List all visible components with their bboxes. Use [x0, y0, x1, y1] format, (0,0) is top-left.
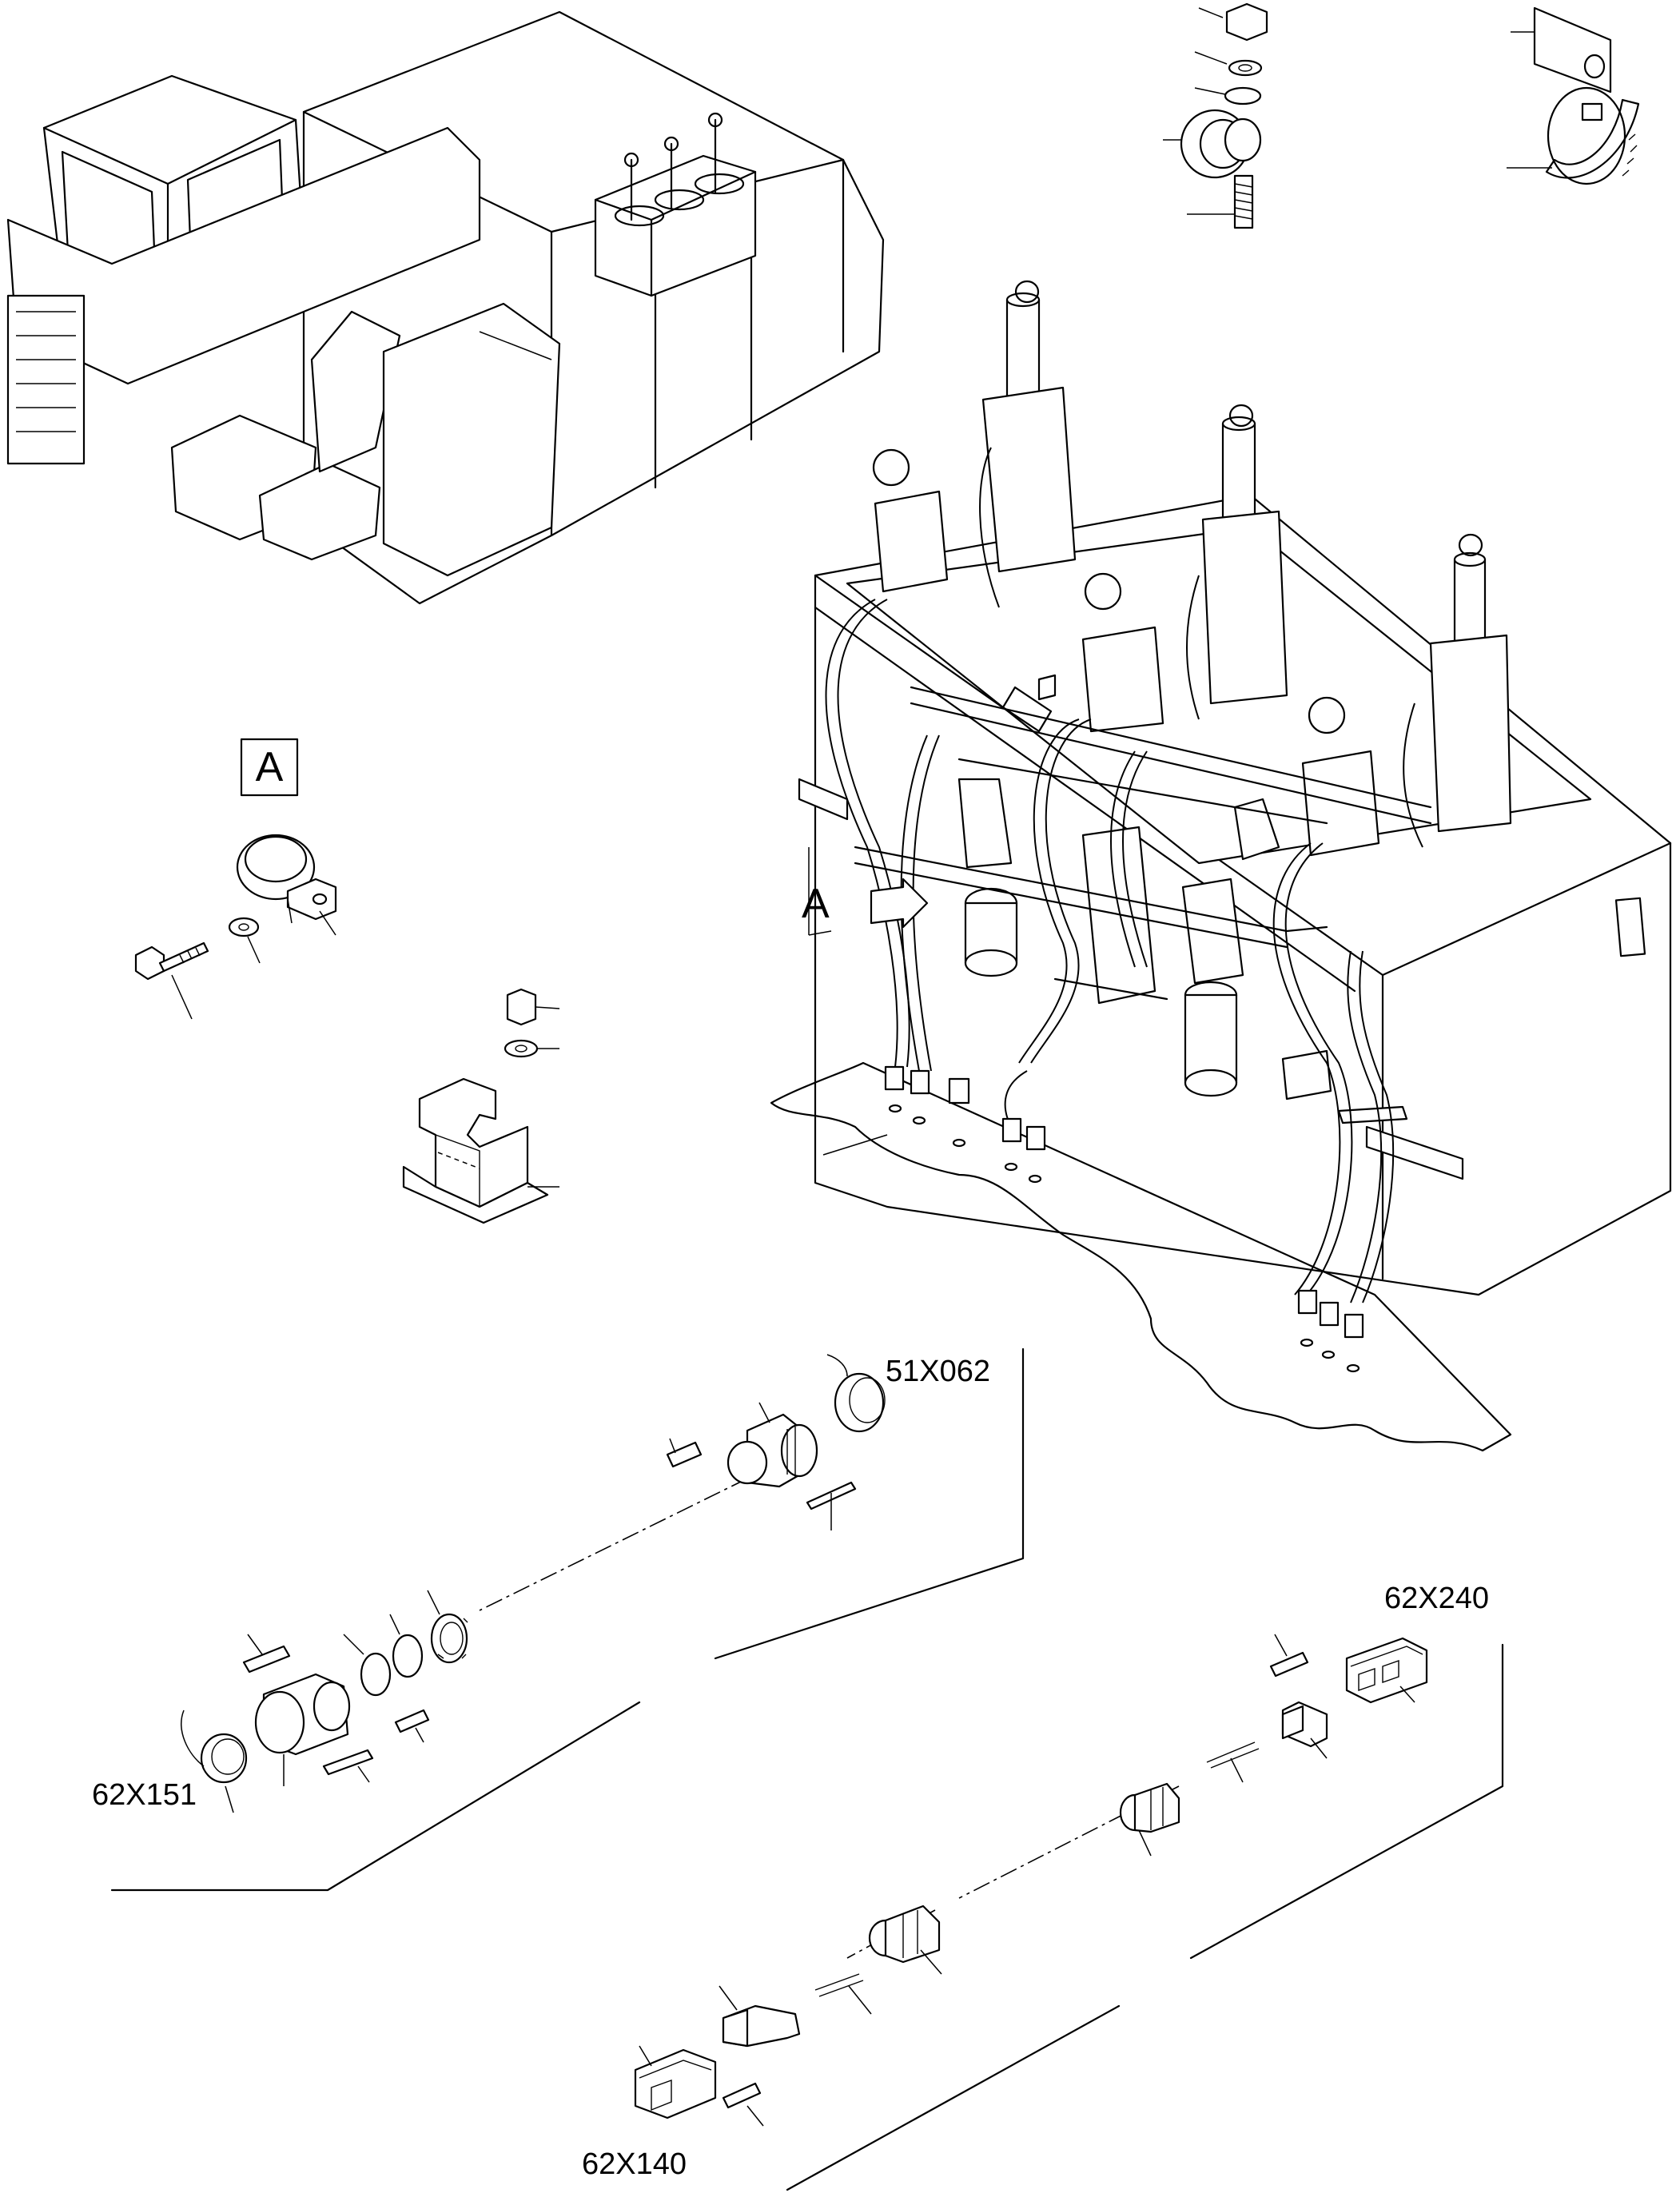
detail-a-label: A: [256, 744, 284, 790]
connector-assembly-62X140: 62X240 62X140: [582, 1582, 1504, 2191]
connector-label-62X240: 62X240: [1384, 1582, 1489, 1615]
tag-plate-and-cable-tie: [1507, 6, 1640, 185]
connector-label-62X140: 62X140: [582, 2147, 687, 2181]
detail-a-box: [240, 738, 299, 797]
connector-label-51X062: 51X062: [886, 1355, 990, 1388]
detail-a: A: [134, 738, 560, 1224]
connector-label-62X151: 62X151: [92, 1778, 197, 1812]
mounting-hardware-stack: [1163, 2, 1268, 229]
machine-overview: [6, 10, 885, 605]
view-a-label: A: [802, 881, 830, 927]
hydraulic-valve-block: A: [770, 280, 1672, 1452]
connector-assembly-62X151: 51X062 62X151: [92, 1347, 1025, 1892]
